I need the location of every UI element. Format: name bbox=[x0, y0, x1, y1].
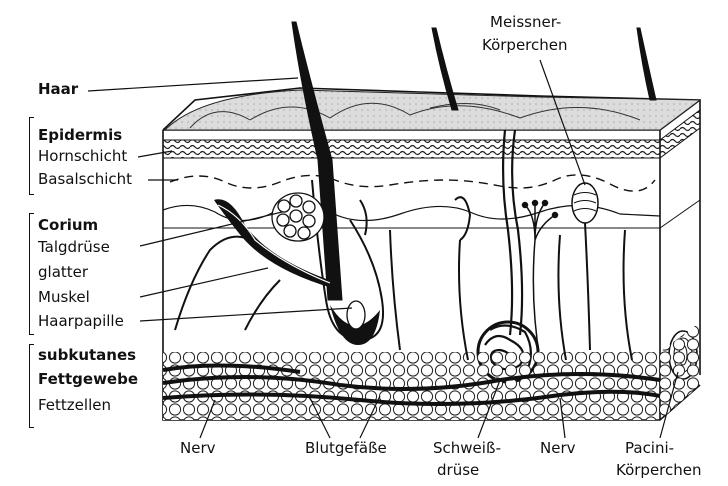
label-schweiss-line1: Schweiß- bbox=[433, 439, 501, 458]
label-talgdruese: Talgdrüse bbox=[38, 238, 110, 257]
sweat-gland bbox=[478, 130, 538, 382]
label-blutgefaesse: Blutgefäße bbox=[305, 439, 387, 458]
meissner-corpuscle bbox=[572, 183, 598, 350]
label-nerv-left: Nerv bbox=[180, 439, 216, 458]
label-subkutanes: subkutanes bbox=[38, 346, 136, 365]
label-corium: Corium bbox=[38, 216, 98, 235]
label-schweiss-line2: drüse bbox=[437, 461, 479, 480]
label-pacini-line1: Pacini- bbox=[625, 439, 674, 458]
label-fettgewebe: Fettgewebe bbox=[38, 370, 138, 389]
corium-bracket bbox=[29, 213, 34, 335]
fat-cells-layer bbox=[163, 352, 660, 420]
epidermis-bracket bbox=[29, 117, 34, 195]
epidermis-surface bbox=[165, 90, 700, 130]
label-meissner-line1: Meissner- bbox=[490, 13, 561, 32]
subcutis-bracket bbox=[29, 344, 34, 428]
hair-shafts bbox=[292, 22, 656, 300]
label-epidermis: Epidermis bbox=[38, 126, 122, 145]
label-pacini-line2: Körperchen bbox=[616, 461, 702, 480]
label-haarpapille: Haarpapille bbox=[38, 312, 124, 331]
label-haar: Haar bbox=[38, 80, 78, 99]
label-muskel: Muskel bbox=[38, 288, 90, 307]
sebaceous-gland bbox=[272, 193, 324, 241]
label-hornschicht: Hornschicht bbox=[38, 147, 127, 166]
label-glatter: glatter bbox=[38, 263, 88, 282]
label-meissner-line2: Körperchen bbox=[482, 36, 568, 55]
label-nerv-right: Nerv bbox=[540, 439, 576, 458]
label-basalschicht: Basalschicht bbox=[38, 170, 132, 189]
hornschicht-layer bbox=[163, 140, 660, 158]
label-fettzellen: Fettzellen bbox=[38, 396, 111, 415]
